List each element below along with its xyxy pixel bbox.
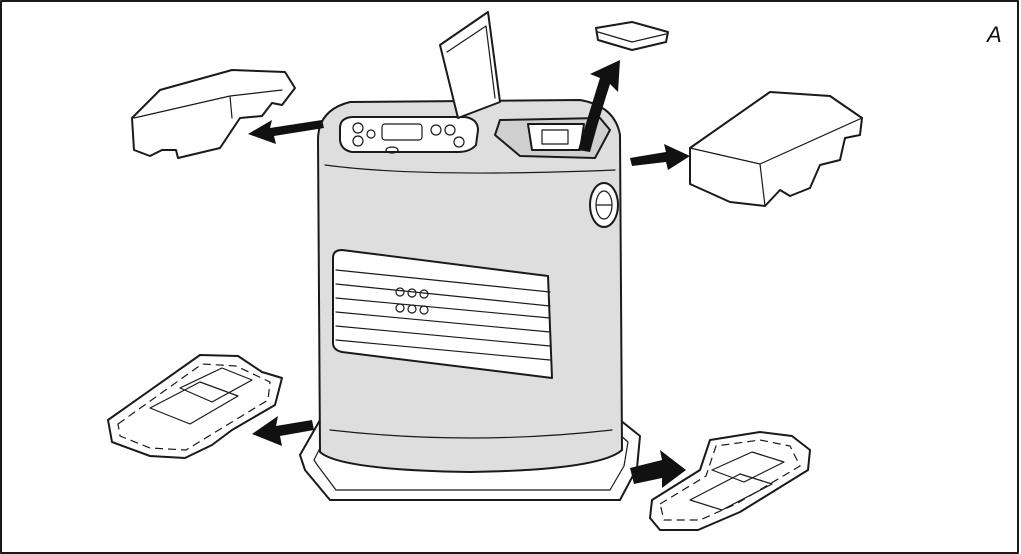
grille-slat-4 bbox=[335, 311, 551, 333]
front-grille bbox=[332, 249, 553, 379]
arrow-up-right bbox=[578, 60, 620, 152]
packing-lower-right-step-1 bbox=[689, 473, 773, 511]
fuel-cap-inner bbox=[541, 129, 569, 145]
packing-lower-left-step-1 bbox=[149, 381, 239, 425]
control-panel bbox=[339, 116, 479, 153]
grille-dot-6 bbox=[419, 305, 429, 315]
heater-bottom-seam bbox=[329, 429, 613, 439]
control-button-3 bbox=[366, 129, 376, 139]
panel-label: A bbox=[987, 22, 1002, 47]
top-pad-shape bbox=[595, 21, 669, 51]
packing-lower-right bbox=[649, 431, 811, 531]
packing-lower-right-shape bbox=[649, 431, 811, 531]
open-lid-edge bbox=[446, 25, 496, 99]
grille-dot-4 bbox=[395, 303, 405, 313]
packing-lower-left bbox=[107, 354, 283, 459]
grille-slat-6 bbox=[335, 339, 551, 361]
fuel-cap bbox=[527, 123, 585, 151]
control-button-6 bbox=[453, 136, 465, 148]
arrow-left-lower bbox=[252, 416, 314, 446]
heater-top-seam bbox=[324, 164, 616, 174]
packing-upper-left bbox=[131, 69, 296, 159]
display-window bbox=[381, 123, 423, 141]
heater bbox=[299, 11, 641, 501]
grille-dot-3 bbox=[419, 289, 429, 299]
packing-upper-left-shape bbox=[131, 69, 296, 159]
control-button-1 bbox=[352, 122, 364, 134]
control-button-5 bbox=[444, 124, 456, 136]
top-pad bbox=[595, 21, 669, 51]
packing-upper-right-fold bbox=[759, 163, 766, 207]
grille-slat-2 bbox=[335, 283, 551, 307]
arrow-left-upper bbox=[248, 120, 324, 144]
top-pad-edge bbox=[597, 31, 667, 43]
packing-upper-right-shape bbox=[689, 91, 863, 207]
arrow-right-lower bbox=[630, 450, 686, 488]
arrow-right-upper bbox=[630, 144, 690, 170]
packing-upper-left-fold bbox=[229, 95, 233, 119]
packing-lower-right-step-2 bbox=[711, 451, 785, 483]
grille-dot-1 bbox=[395, 287, 405, 297]
open-lid-flap bbox=[439, 11, 501, 119]
control-button-4 bbox=[430, 124, 442, 136]
packing-lower-left-step-2 bbox=[179, 367, 253, 403]
packing-lower-left-shape bbox=[107, 354, 283, 459]
control-button-2 bbox=[352, 135, 364, 147]
grille-slat-1 bbox=[335, 269, 551, 293]
grille-dot-5 bbox=[407, 304, 417, 314]
control-button-7 bbox=[385, 146, 399, 154]
grille-dot-2 bbox=[407, 288, 417, 298]
grille-slat-5 bbox=[335, 325, 551, 347]
grille-slat-3 bbox=[335, 297, 551, 319]
packing-lower-right-dashes bbox=[659, 439, 801, 521]
packing-upper-right bbox=[689, 91, 863, 207]
